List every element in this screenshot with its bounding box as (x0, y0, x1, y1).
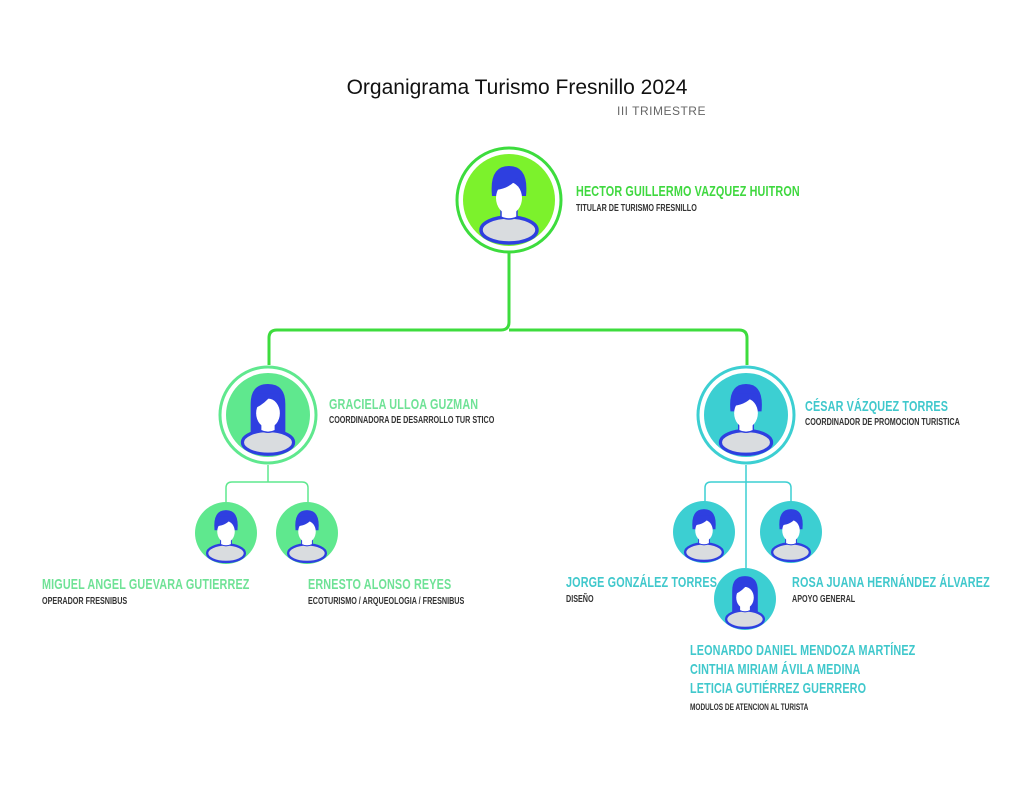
module-staff-name: LEONARDO DANIEL MENDOZA MARTÍNEZ (690, 642, 916, 659)
hair-fringe-icon (736, 582, 754, 594)
body-icon (479, 215, 539, 245)
staff-role: OPERADOR FRESNIBUS (42, 596, 128, 607)
connector-main (267, 252, 749, 365)
face-icon (695, 519, 713, 542)
avatar-head (455, 146, 563, 254)
page-subtitle: III TRIMESTRE (617, 104, 706, 118)
face-icon (217, 520, 235, 543)
face-icon (782, 519, 800, 542)
staff-name: JORGE GONZÁLEZ TORRES (566, 574, 718, 591)
avatar-staff (673, 501, 735, 563)
right-coordinator-name: CÉSAR VÁZQUEZ TORRES (805, 398, 949, 415)
body-icon (770, 542, 812, 563)
staff-role: APOYO GENERAL (792, 594, 856, 605)
hair-fringe-icon (695, 515, 713, 527)
avatar-staff (195, 502, 257, 564)
avatar-modules (714, 568, 776, 630)
face-icon (298, 520, 316, 543)
hair-fringe-icon (298, 516, 316, 528)
staff-role: ECOTURISMO / ARQUEOLOGIA / FRESNIBUS (308, 596, 465, 607)
head-name: HECTOR GUILLERMO VAZQUEZ HUITRON (576, 183, 800, 200)
hair-fringe-icon (256, 393, 280, 408)
head-role: TITULAR DE TURISMO FRESNILLO (576, 203, 697, 214)
body-icon (286, 543, 328, 564)
body-icon (205, 543, 247, 564)
avatar-right-coordinator (696, 365, 796, 465)
body-icon (718, 428, 774, 456)
staff-name: ROSA JUANA HERNÁNDEZ ÁLVAREZ (792, 574, 990, 591)
staff-name: ERNESTO ALONSO REYES (308, 576, 452, 593)
face-icon (736, 586, 754, 609)
hair-fringe-icon (217, 516, 235, 528)
body-icon (724, 609, 766, 630)
connector-right (704, 465, 792, 568)
module-staff-role: MODULOS DE ATENCION AL TURISTA (690, 702, 809, 712)
left-coordinator-name: GRACIELA ULLOA GUZMAN (329, 396, 479, 413)
module-staff-name: LETICIA GUTIÉRREZ GUERRERO (690, 680, 867, 697)
hair-fringe-icon (496, 176, 522, 192)
right-coordinator-role: COORDINADOR DE PROMOCION TURISTICA (805, 417, 960, 428)
staff-name: MIGUEL ANGEL GUEVARA GUTIERREZ (42, 576, 250, 593)
module-staff-name: CINTHIA MIRIAM ÁVILA MEDINA (690, 661, 861, 678)
hair-fringe-icon (734, 393, 758, 408)
face-icon (496, 182, 522, 214)
left-coordinator-role: COORDINADORA DE DESARROLLO TUR STICO (329, 415, 495, 426)
connector-left (225, 465, 309, 503)
page-title: Organigrama Turismo Fresnillo 2024 (346, 76, 688, 99)
staff-role: DISEÑO (566, 594, 594, 605)
body-icon (683, 542, 725, 563)
avatar-left-coordinator (218, 365, 318, 465)
hair-fringe-icon (782, 515, 800, 527)
face-icon (734, 398, 758, 428)
avatar-staff (276, 502, 338, 564)
avatar-staff (760, 501, 822, 563)
face-icon (256, 398, 280, 428)
body-icon (240, 428, 296, 456)
